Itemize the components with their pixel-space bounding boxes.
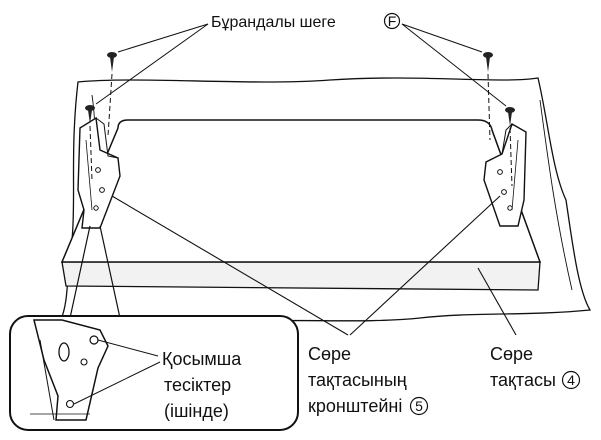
screw-leaders [95, 23, 507, 107]
bracket-mark-circle [409, 396, 429, 416]
bracket-mark: 5 [415, 398, 423, 414]
shelf-board-edge [61, 261, 541, 291]
holes-leaders [73, 339, 161, 405]
bracket-leaders [111, 195, 501, 336]
shelf-leader [477, 267, 517, 336]
screw-left-1 [107, 52, 117, 137]
holes-label-line3: (ішінде) [164, 401, 229, 421]
zoom-callout-connector [69, 225, 121, 319]
screw-left-2 [85, 105, 95, 181]
cloth-fold-right [539, 99, 573, 291]
holes-label-line2: тесіктер [164, 375, 231, 395]
screw-right-1 [483, 52, 493, 141]
screw-mark: F [388, 13, 397, 29]
shelf-board [60, 119, 542, 263]
bracket-label-line1: Сөре [308, 344, 351, 364]
left-bracket [77, 116, 121, 229]
shelf-mark: 4 [567, 372, 575, 388]
zoom-inset: Қосымша тесіктер (ішінде) [9, 315, 299, 431]
bracket-label-line3: кронштейні [308, 396, 402, 416]
bracket-label-line2: тақтасының [308, 370, 407, 390]
holes-label-line1: Қосымша [162, 349, 242, 369]
screw-right-2 [505, 107, 515, 187]
screw-mark-circle [383, 12, 401, 30]
inset-bracket-detail [30, 319, 109, 421]
screw-label: Бұрандалы шеге [211, 14, 336, 31]
shelf-mark-circle [561, 370, 581, 390]
shelf-label-line2: тақтасы [490, 370, 556, 390]
shelf-label-line1: Сөре [490, 344, 533, 364]
